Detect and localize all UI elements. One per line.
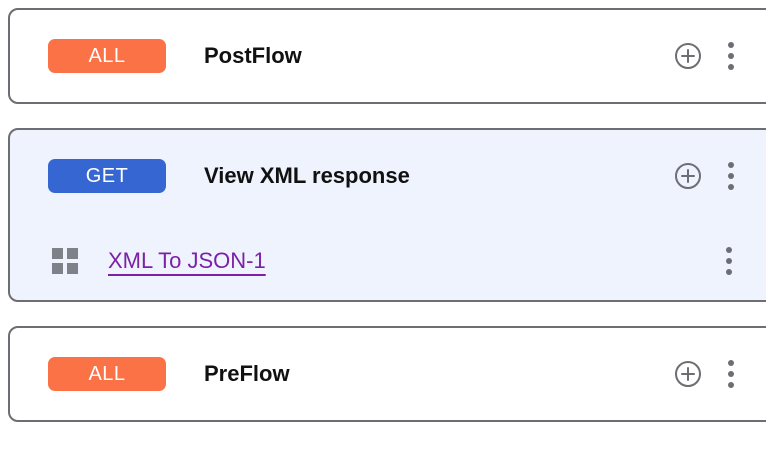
kebab-dot <box>728 162 734 168</box>
flow-card-preflow[interactable]: ALL PreFlow <box>8 326 766 422</box>
add-step-button[interactable] <box>674 162 702 190</box>
flow-header-row[interactable]: ALL PreFlow <box>10 328 766 420</box>
kebab-menu-icon[interactable] <box>728 162 734 190</box>
kebab-dot <box>728 53 734 59</box>
plus-circle-icon <box>675 43 701 69</box>
grid-icon <box>52 248 78 274</box>
grid-icon-square <box>67 248 78 259</box>
flow-list: ALL PostFlow GET V <box>8 8 766 422</box>
plus-circle-icon <box>675 163 701 189</box>
add-step-button[interactable] <box>674 42 702 70</box>
kebab-dot <box>726 269 732 275</box>
flow-header-row[interactable]: GET View XML response <box>10 130 766 222</box>
flow-card-postflow[interactable]: ALL PostFlow <box>8 8 766 104</box>
flow-row-actions <box>674 42 734 70</box>
flow-title: PreFlow <box>204 361 290 386</box>
kebab-menu-icon[interactable] <box>728 360 734 388</box>
flow-row-actions <box>674 360 734 388</box>
kebab-dot <box>728 382 734 388</box>
policy-link-xml-to-json[interactable]: XML To JSON-1 <box>108 248 266 273</box>
kebab-dot <box>728 42 734 48</box>
kebab-dot <box>728 173 734 179</box>
method-badge-all: ALL <box>48 39 166 73</box>
method-badge-get: GET <box>48 159 166 193</box>
grid-icon-square <box>52 248 63 259</box>
flow-title: View XML response <box>204 163 410 188</box>
flow-header-row[interactable]: ALL PostFlow <box>10 10 766 102</box>
flow-title: PostFlow <box>204 43 302 68</box>
grid-icon-square <box>52 263 63 274</box>
flow-card-view-xml-response[interactable]: GET View XML response <box>8 128 766 302</box>
kebab-menu-icon[interactable] <box>728 42 734 70</box>
grid-icon-square <box>67 263 78 274</box>
kebab-dot <box>728 360 734 366</box>
kebab-menu-icon[interactable] <box>726 247 732 275</box>
flow-row-actions <box>674 162 734 190</box>
kebab-dot <box>728 184 734 190</box>
flow-step-row[interactable]: XML To JSON-1 <box>10 222 766 300</box>
kebab-dot <box>728 371 734 377</box>
method-badge-all: ALL <box>48 357 166 391</box>
flow-step-actions <box>726 247 732 275</box>
add-step-button[interactable] <box>674 360 702 388</box>
plus-circle-icon <box>675 361 701 387</box>
kebab-dot <box>726 258 732 264</box>
kebab-dot <box>728 64 734 70</box>
kebab-dot <box>726 247 732 253</box>
